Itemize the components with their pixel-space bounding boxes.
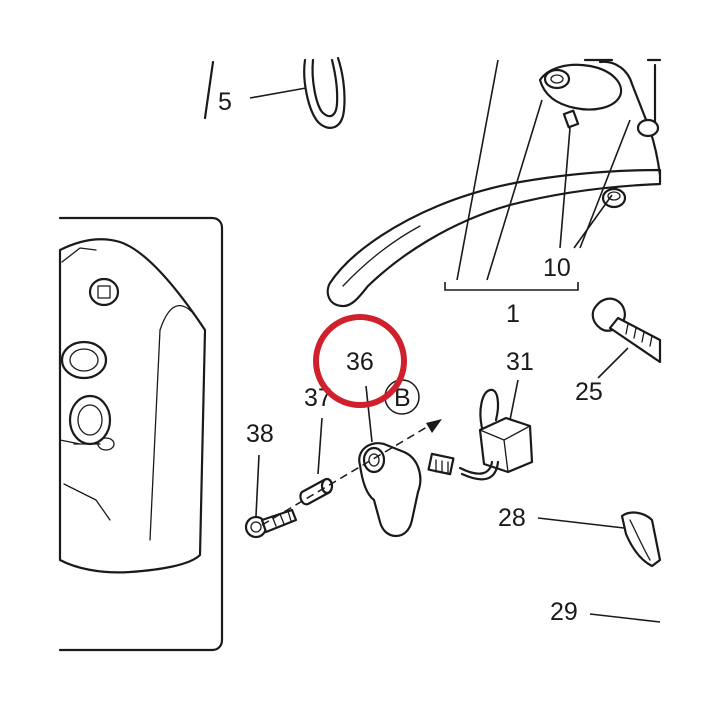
callout-5: 5 bbox=[218, 88, 232, 116]
part-25-bolt bbox=[591, 297, 662, 379]
part-31-switch bbox=[427, 379, 534, 481]
assembly-axis-arrow bbox=[261, 419, 442, 526]
callout-29: 29 bbox=[550, 598, 578, 626]
callout-31: 31 bbox=[506, 348, 534, 376]
part-38-screw bbox=[244, 454, 298, 539]
callout-36: 36 bbox=[346, 348, 374, 376]
part-37-sleeve bbox=[299, 417, 334, 506]
callout-28: 28 bbox=[498, 504, 526, 532]
callout-1: 1 bbox=[506, 300, 520, 328]
detail-label-b: B bbox=[394, 384, 411, 412]
highlight-ring bbox=[313, 314, 407, 408]
caliper-detail-inset bbox=[58, 216, 224, 652]
part-36-bracket bbox=[358, 385, 422, 538]
part-5-cable-loop bbox=[203, 56, 346, 129]
part-28-clip bbox=[537, 511, 662, 568]
part-1-brake-lever bbox=[326, 58, 662, 308]
callout-10: 10 bbox=[543, 254, 571, 282]
part-29-leader bbox=[589, 613, 661, 623]
callout-38: 38 bbox=[246, 420, 274, 448]
callout-25: 25 bbox=[575, 378, 603, 406]
